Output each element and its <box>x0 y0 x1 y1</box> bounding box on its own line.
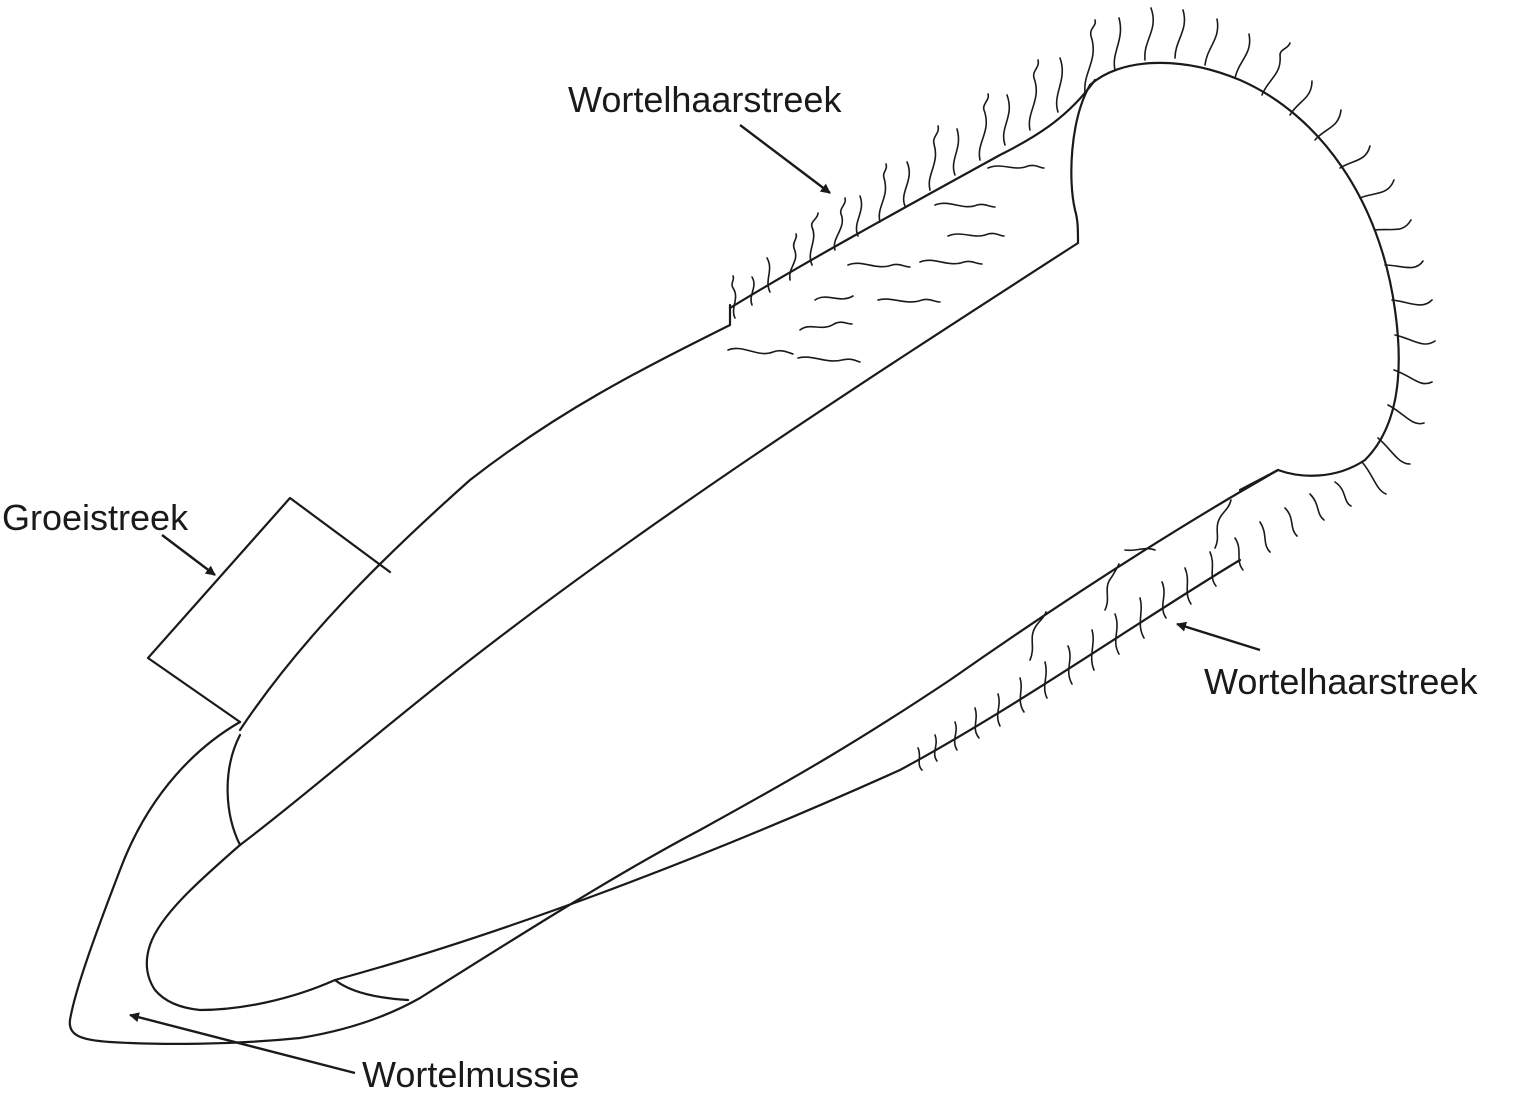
cap-lower-boundary <box>333 978 410 1002</box>
arrow-growth <box>161 534 216 576</box>
cap-inner-boundary <box>226 733 242 847</box>
cross-section <box>1088 61 1400 492</box>
label-root-hair-zone-right: Wortelhaarstreek <box>1204 661 1478 702</box>
root-hairs-surface <box>727 164 1045 363</box>
arrow-right-hair <box>1176 621 1261 652</box>
label-growth-zone: Groeistreek <box>2 497 189 538</box>
root-cap-outline <box>68 720 422 1045</box>
root-tip-inner <box>145 558 1242 1012</box>
root-hairs-top <box>731 7 1436 495</box>
label-root-cap: Wortelmussie <box>362 1054 580 1095</box>
root-upper-edge <box>238 303 732 732</box>
root-lower-edge <box>418 468 1280 1000</box>
root-inner-edge <box>238 241 1080 847</box>
label-root-hair-zone-top: Wortelhaarstreek <box>568 79 842 120</box>
section-left-notch <box>1070 83 1092 245</box>
arrow-top-hair <box>739 124 831 194</box>
root-hairs-bottom <box>917 481 1352 771</box>
growth-zone-box <box>146 496 392 724</box>
arrow-root-cap <box>129 1012 356 1075</box>
